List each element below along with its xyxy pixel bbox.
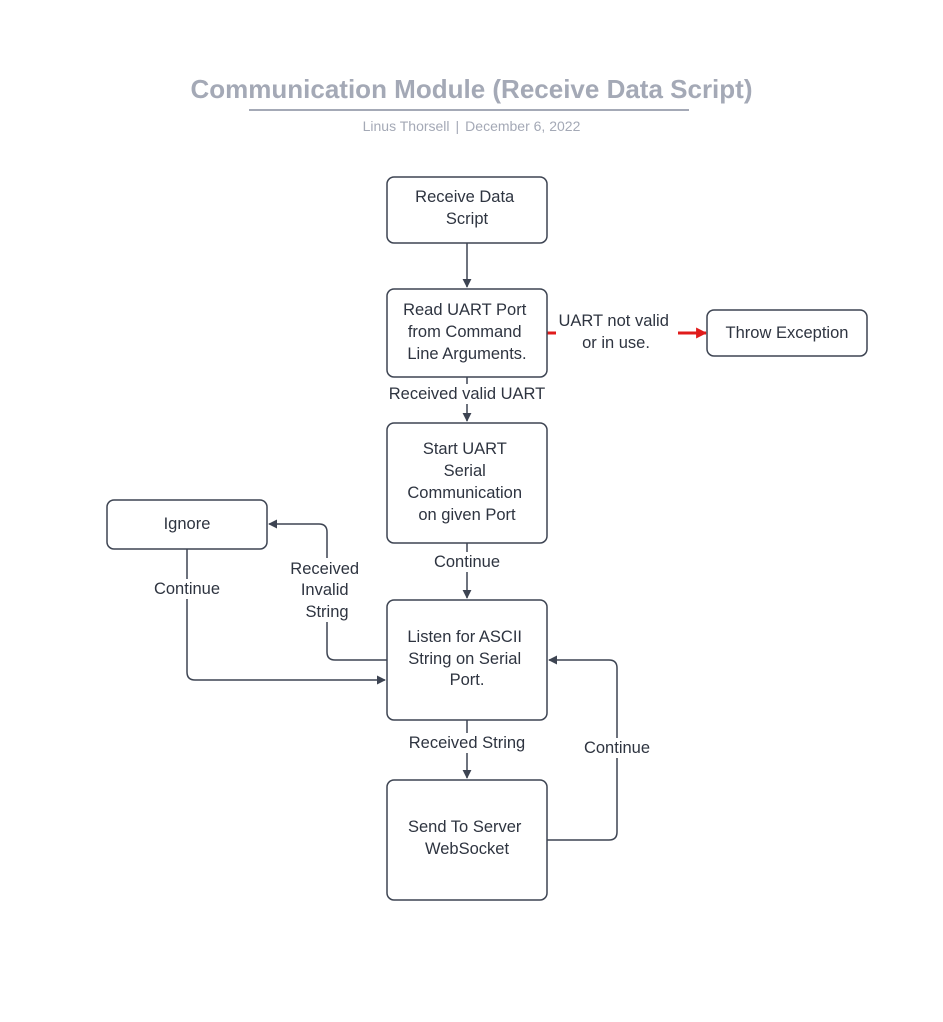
svg-text:Listen for ASCII String: Listen for ASCII String on Serial Port.: [407, 628, 526, 689]
node-ignore: Ignore: [106, 499, 268, 550]
edge-label-uart-invalid: UART not valid or in use.: [556, 310, 678, 354]
edge-label-line: Received String: [409, 734, 525, 752]
diagram-title: Communication Module (Receive Data Scrip…: [190, 74, 753, 104]
edge-label-continue-start: Continue: [428, 552, 506, 572]
node-label-line: Serial: [444, 462, 486, 480]
edge-label-line: Received: [290, 560, 359, 578]
diagram-date: December 6, 2022: [465, 118, 581, 134]
node-label-line: Receive Data: [415, 188, 515, 206]
svg-text:Receive Data Script: Receive Data Script: [415, 188, 519, 228]
edge-label-continue-send: Continue: [578, 738, 656, 758]
svg-text:Throw Exception: Throw Exception: [726, 324, 849, 342]
edge-label-line: UART not valid: [559, 312, 669, 330]
svg-text:Received String: Received String: [409, 734, 525, 752]
svg-text:UART not valid or in use: UART not valid or in use.: [559, 312, 674, 352]
edge-ignore-to-listen: [186, 549, 386, 685]
node-label-line: Port.: [450, 671, 485, 689]
node-send-to-server: Send To Server WebSocket: [386, 779, 548, 901]
svg-text:Received valid UART: Received valid UART: [389, 385, 546, 403]
node-label-line: Start UART: [423, 440, 507, 458]
svg-text:Send To Server WebSocket: Send To Server WebSocket: [408, 818, 526, 858]
svg-text:Continue: Continue: [154, 580, 220, 598]
edge-label-continue-ignore: Continue: [148, 579, 226, 599]
node-label-line: Ignore: [164, 515, 211, 533]
edge-label-line: or in use.: [582, 334, 650, 352]
author-name: Linus Thorsell: [362, 118, 450, 134]
node-label-line: from Command: [408, 323, 522, 341]
svg-text:Start UART Serial: Start UART Serial Communication on given…: [407, 440, 526, 524]
svg-text:Continue: Continue: [584, 739, 650, 757]
node-label-line: Communication: [407, 484, 522, 502]
node-start-uart: Start UART Serial Communication on given…: [386, 422, 548, 544]
node-label-line: Line Arguments.: [407, 345, 526, 363]
svg-text:Read UART Port from Comm: Read UART Port from Command Line Argumen…: [403, 301, 531, 363]
edge-label-received-valid: Received valid UART: [380, 384, 554, 404]
node-read-uart-port: Read UART Port from Command Line Argumen…: [386, 288, 548, 378]
svg-text:Continue: Continue: [434, 553, 500, 571]
edge-label-line: Continue: [154, 580, 220, 598]
node-receive-data-script: Receive Data Script: [386, 176, 548, 244]
node-label-line: Send To Server: [408, 818, 522, 836]
subtitle-separator: |: [455, 118, 460, 134]
edge-label-line: String: [305, 603, 348, 621]
node-listen-ascii: Listen for ASCII String on Serial Port.: [386, 599, 548, 721]
node-label-line: on given Port: [418, 506, 516, 524]
node-throw-exception: Throw Exception: [706, 309, 868, 357]
svg-text:Received Invalid S: Received Invalid String: [290, 560, 363, 621]
node-label-line: WebSocket: [425, 840, 509, 858]
node-label-line: Read UART Port: [403, 301, 527, 319]
edge-label-received-string: Received String: [400, 733, 534, 753]
node-label-line: Script: [446, 210, 489, 228]
edge-label-line: Invalid: [301, 581, 349, 599]
edge-label-line: Continue: [434, 553, 500, 571]
edge-label-line: Continue: [584, 739, 650, 757]
title-underline: [249, 109, 689, 111]
node-label-line: Listen for ASCII: [407, 628, 522, 646]
node-label-line: String on Serial: [408, 650, 521, 668]
edge-label-line: Received valid UART: [389, 385, 546, 403]
edge-label-received-invalid: Received Invalid String: [287, 558, 367, 622]
svg-text:Ignore: Ignore: [164, 515, 211, 533]
node-label-line: Throw Exception: [726, 324, 849, 342]
diagram-subtitle: Linus Thorsell | December 6, 2022: [0, 118, 943, 134]
